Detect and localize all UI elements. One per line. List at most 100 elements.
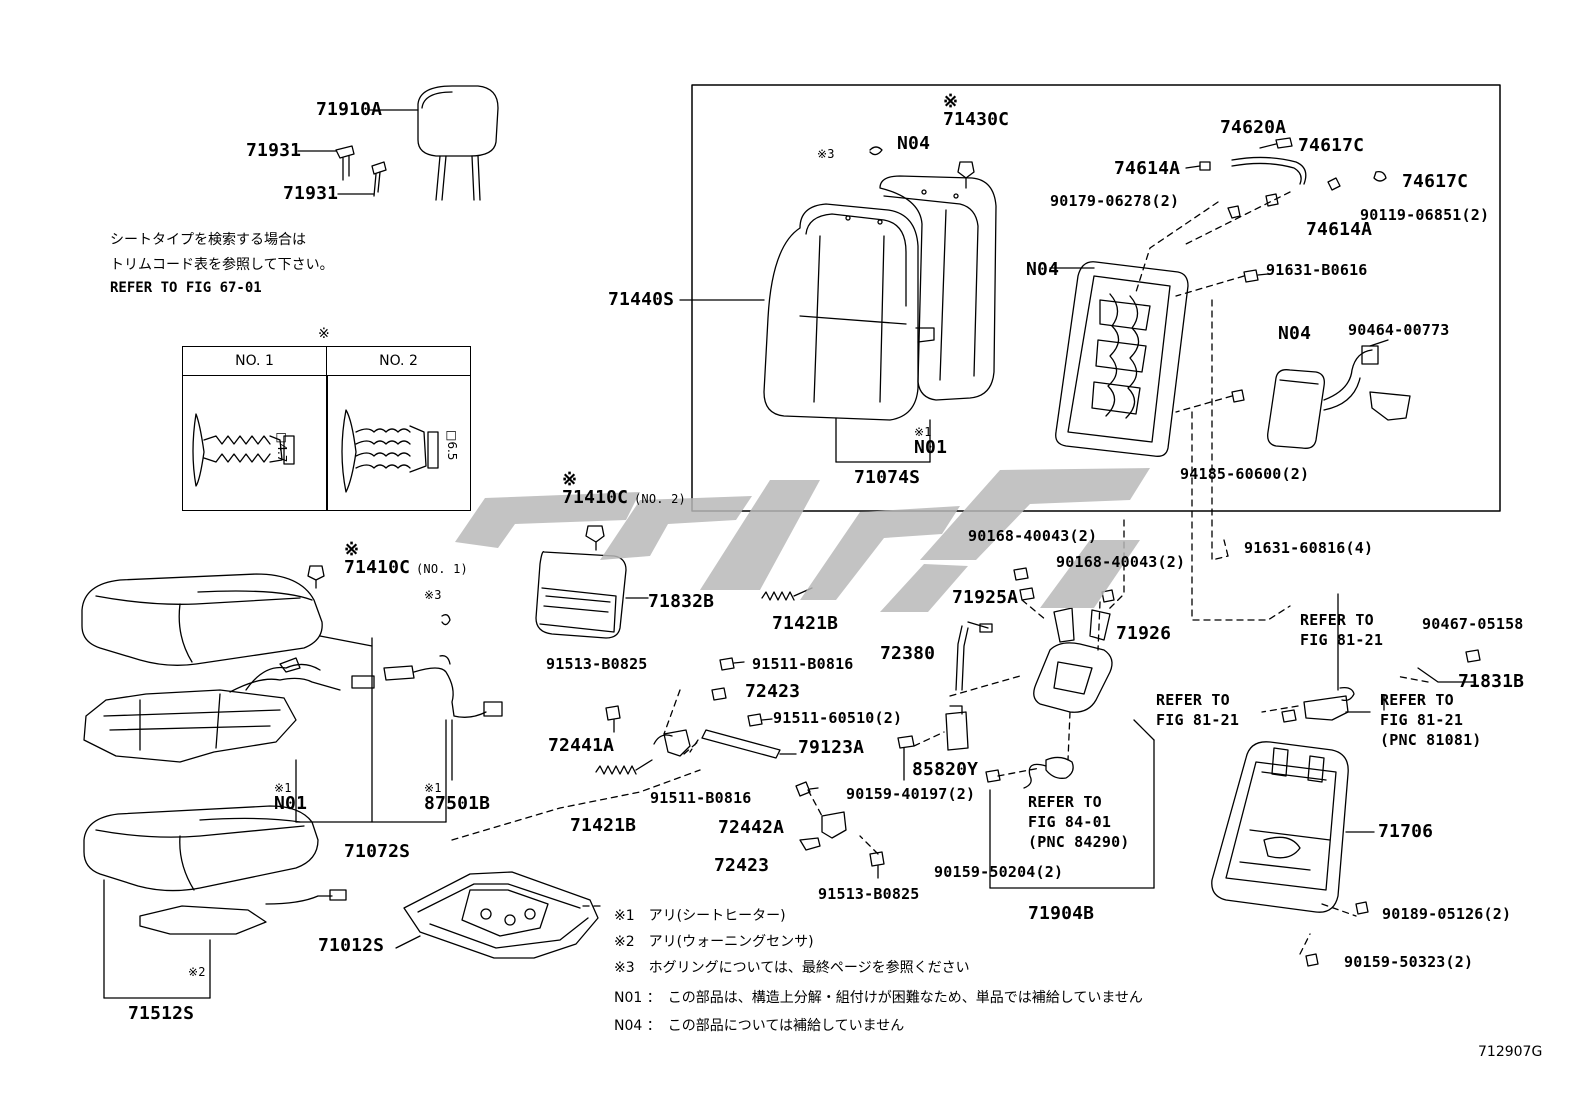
label-71072S: 71072S bbox=[344, 841, 411, 862]
table-header-no2: NO. 2 bbox=[327, 347, 470, 376]
label-71430C: 71430C bbox=[943, 109, 1010, 130]
label-71421B-a: 71421B bbox=[772, 613, 839, 634]
side-module-drawing bbox=[1231, 339, 1411, 449]
label-refer-81a-2: FIG 81-21 bbox=[1300, 631, 1384, 649]
label-71926: 71926 bbox=[1116, 623, 1172, 644]
label-N04-frame: N04 bbox=[1026, 259, 1060, 280]
label-71904B: 71904B bbox=[1028, 903, 1095, 924]
bracket-71831B-drawing bbox=[1281, 593, 1481, 967]
label-74620A: 74620A bbox=[1220, 117, 1287, 138]
headrest-drawing bbox=[369, 85, 499, 201]
label-72423-b: 72423 bbox=[714, 855, 770, 876]
label-91511-60510: 91511-60510(2) bbox=[773, 709, 903, 727]
label-71706: 71706 bbox=[1378, 821, 1434, 842]
headrest-guide-drawing bbox=[297, 145, 387, 197]
label-72423-a: 72423 bbox=[745, 681, 801, 702]
label-refer-81b-2: FIG 81-21 bbox=[1156, 711, 1240, 729]
label-71512S: 71512S bbox=[128, 1003, 195, 1024]
clip-71430C-drawing bbox=[957, 161, 975, 189]
label-71831B: 71831B bbox=[1458, 671, 1525, 692]
clip-71410C-no2-drawing bbox=[585, 525, 605, 551]
label-72441A: 72441A bbox=[548, 735, 615, 756]
label-N01-top-mark: ※1 bbox=[914, 425, 932, 439]
label-refer-81a-1: REFER TO bbox=[1300, 611, 1374, 629]
label-94185-60600: 94185-60600(2) bbox=[1180, 465, 1310, 483]
label-90179-06278: 90179-06278(2) bbox=[1050, 192, 1180, 210]
label-71410C-no2-sub: (NO. 2) bbox=[634, 492, 686, 506]
figure-code: 712907G bbox=[1478, 1044, 1543, 1060]
cushion-frame-drawing bbox=[395, 871, 599, 959]
seat-type-note-line1: シートタイプを検索する場合は bbox=[110, 232, 306, 248]
footnote-N04: N04 ： この部品については補給していません bbox=[614, 1018, 905, 1034]
label-79123A: 79123A bbox=[798, 737, 865, 758]
label-90159-50204: 90159-50204(2) bbox=[934, 863, 1064, 881]
label-N01-top: N01 bbox=[914, 437, 948, 458]
harness-87501B-drawing bbox=[383, 614, 503, 781]
cushion-cover-drawing bbox=[81, 573, 447, 823]
label-refer-81c-1: REFER TO bbox=[1380, 691, 1454, 709]
seat-type-note-line3: REFER TO FIG 67-01 bbox=[110, 280, 262, 296]
label-90189-05126: 90189-05126(2) bbox=[1382, 905, 1512, 923]
label-72442A: 72442A bbox=[718, 817, 785, 838]
label-71440S: 71440S bbox=[608, 289, 675, 310]
label-90464-00773: 90464-00773 bbox=[1348, 321, 1450, 339]
seat-heater-drawing bbox=[83, 657, 375, 763]
label-refer-84-3: (PNC 84290) bbox=[1028, 833, 1130, 851]
dashed-leaders-lower bbox=[451, 539, 1429, 955]
label-71410C-no2: 71410C bbox=[562, 487, 629, 508]
label-71931-a: 71931 bbox=[246, 140, 302, 161]
label-refer-81c-2: FIG 81-21 bbox=[1380, 711, 1464, 729]
label-90467-05158: 90467-05158 bbox=[1422, 615, 1524, 633]
label-71931-b: 71931 bbox=[283, 183, 339, 204]
label-71012S: 71012S bbox=[318, 935, 385, 956]
watermark-logo bbox=[455, 468, 1150, 612]
table-dim-2: □6.5 bbox=[445, 430, 459, 461]
label-91513-B0825-b: 91513-B0825 bbox=[818, 885, 920, 903]
label-refer-84-2: FIG 84-01 bbox=[1028, 813, 1112, 831]
table-divider bbox=[326, 375, 328, 510]
fastener-table: NO. 1 NO. 2 bbox=[182, 346, 471, 511]
table-clip-drawings bbox=[192, 409, 439, 493]
label-90159-50323: 90159-50323(2) bbox=[1344, 953, 1474, 971]
label-N01-left-mark: ※1 bbox=[274, 781, 292, 795]
label-71430C-mark: ※ bbox=[943, 91, 959, 112]
label-N04-top: N04 bbox=[897, 133, 931, 154]
label-71832B: 71832B bbox=[648, 591, 715, 612]
label-71910A: 71910A bbox=[316, 99, 383, 120]
label-90168-40043-a: 90168-40043(2) bbox=[968, 527, 1098, 545]
seatback-frame-drawing bbox=[1049, 261, 1189, 457]
label-N04-side: N04 bbox=[1278, 323, 1312, 344]
footnote-2: ※2 アリ(ウォーニングセンサ) bbox=[614, 934, 814, 950]
label-91513-B0825-a: 91513-B0825 bbox=[546, 655, 648, 673]
label-N01-left: N01 bbox=[274, 793, 308, 814]
table-header-no1: NO. 1 bbox=[183, 347, 327, 376]
label-refer-84-1: REFER TO bbox=[1028, 793, 1102, 811]
cushion-pad-drawing bbox=[83, 805, 347, 999]
recliner-parts-drawing bbox=[595, 657, 885, 879]
bolt-91631-B0616 bbox=[1243, 269, 1269, 283]
seatback-group-box bbox=[691, 84, 1501, 512]
label-74614A-a: 74614A bbox=[1114, 158, 1181, 179]
hog-ring-top bbox=[869, 146, 883, 156]
label-90168-40043-b: 90168-40043(2) bbox=[1056, 553, 1186, 571]
label-71410C-no1-sub: (NO. 1) bbox=[416, 562, 468, 576]
label-74614A-b: 74614A bbox=[1306, 219, 1373, 240]
label-87501B-mark: ※1 bbox=[424, 781, 442, 795]
bracket-71832B-drawing bbox=[535, 551, 649, 639]
strap-74620A-drawing bbox=[1185, 137, 1387, 219]
label-72380: 72380 bbox=[880, 643, 936, 664]
label-mark3-top: ※3 bbox=[817, 147, 835, 161]
label-refer-81b-1: REFER TO bbox=[1156, 691, 1230, 709]
table-mark: ※ bbox=[318, 326, 330, 342]
label-91631-B0616: 91631-B0616 bbox=[1266, 261, 1368, 279]
footnote-3: ※3 ホグリングについては、最終ページを参照ください bbox=[614, 960, 970, 976]
seatback-cover-drawing bbox=[679, 175, 997, 463]
label-91631-60816: 91631-60816(4) bbox=[1244, 539, 1374, 557]
label-mark3-left: ※3 bbox=[424, 588, 442, 602]
label-74617C-a: 74617C bbox=[1298, 135, 1365, 156]
seat-type-note-line2: トリムコード表を参照して下さい。 bbox=[110, 257, 334, 273]
label-71410C-no1-mark: ※ bbox=[344, 539, 360, 560]
label-71925A: 71925A bbox=[952, 587, 1019, 608]
